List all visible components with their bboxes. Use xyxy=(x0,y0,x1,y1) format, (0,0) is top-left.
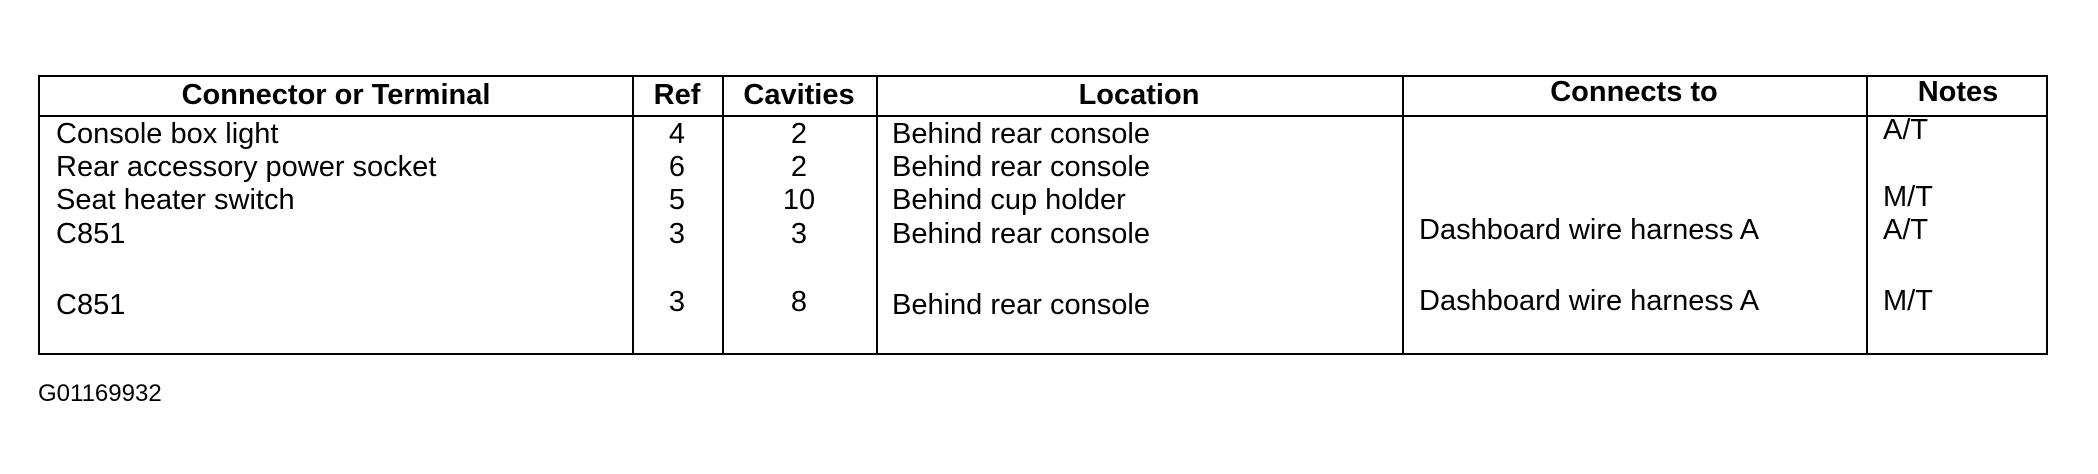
cell-notes: M/T xyxy=(1883,181,1933,213)
cell-connects-to: Dashboard wire harness A xyxy=(1419,285,1760,317)
cell-cavities: 3 xyxy=(790,218,808,250)
header-ref: Ref xyxy=(653,79,701,111)
cell-connector: C851 xyxy=(56,289,126,321)
cell-location: Behind rear console xyxy=(892,151,1150,183)
cell-cavities: 2 xyxy=(790,151,808,183)
cell-location: Behind rear console xyxy=(892,118,1150,150)
cell-notes: A/T xyxy=(1883,214,1929,246)
figure-code: G01169932 xyxy=(38,380,162,407)
column-divider xyxy=(1402,77,1404,353)
cell-location: Behind rear console xyxy=(892,218,1150,250)
header-connects-to: Connects to xyxy=(1550,76,1718,108)
column-divider xyxy=(1866,77,1868,353)
cell-connects-to: Dashboard wire harness A xyxy=(1419,214,1760,246)
cell-cavities: 2 xyxy=(790,118,808,150)
cell-location: Behind rear console xyxy=(892,289,1150,321)
cell-cavities: 8 xyxy=(790,286,808,318)
cell-connector: Console box light xyxy=(56,118,279,150)
column-divider xyxy=(722,77,724,353)
cell-notes: A/T xyxy=(1883,114,1929,146)
cell-cavities: 10 xyxy=(782,184,816,216)
header-connector-or-terminal: Connector or Terminal xyxy=(181,79,491,111)
cell-connector: Seat heater switch xyxy=(56,184,295,216)
header-cavities: Cavities xyxy=(743,79,855,111)
header-location: Location xyxy=(1078,79,1200,111)
cell-ref: 5 xyxy=(668,184,686,216)
column-divider xyxy=(876,77,878,353)
cell-connector: C851 xyxy=(56,218,126,250)
column-divider xyxy=(632,77,634,353)
cell-ref: 3 xyxy=(668,218,686,250)
cell-notes: M/T xyxy=(1883,285,1933,317)
cell-location: Behind cup holder xyxy=(892,184,1126,216)
header-notes: Notes xyxy=(1917,76,1999,108)
cell-ref: 6 xyxy=(668,151,686,183)
cell-ref: 3 xyxy=(668,286,686,318)
cell-ref: 4 xyxy=(668,118,686,150)
connector-table: Connector or Terminal Ref Cavities Locat… xyxy=(38,75,2048,355)
header-divider xyxy=(40,115,2046,117)
cell-connector: Rear accessory power socket xyxy=(56,151,437,183)
